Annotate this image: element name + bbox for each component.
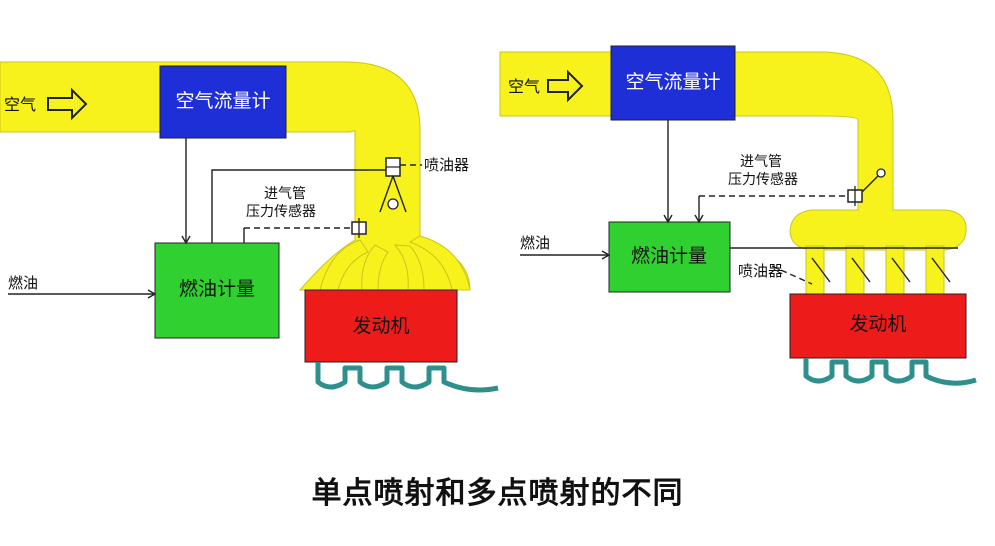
left-pressure-sensor-icon [351, 218, 367, 238]
left-injector-icon [379, 157, 407, 213]
left-air-meter-box [159, 65, 287, 139]
right-fuel-arrow-icon [601, 250, 611, 260]
left-air-label: 空气 [4, 95, 36, 114]
left-air-meter-arrow-icon [181, 235, 191, 245]
left-sensor-label-line1: 进气管 [264, 186, 306, 202]
single-point-diagram: 空气 空气流量计 燃油计量 发动机 燃油 喷油器 [0, 61, 499, 393]
right-fuel-label: 燃油 [520, 234, 550, 252]
right-engine-label: 发动机 [849, 313, 906, 335]
right-air-meter-box [610, 45, 736, 121]
right-air-meter-arrow-icon [663, 214, 673, 224]
right-fuel-meter-label: 燃油计量 [631, 245, 707, 267]
left-engine-box [304, 289, 458, 363]
left-air-arrow-icon [47, 87, 88, 121]
left-injector-control-line [211, 169, 392, 243]
right-sensor-label-line2: 压力传感器 [728, 171, 798, 188]
left-injector-label: 喷油器 [424, 156, 469, 174]
left-runner-4 [408, 235, 471, 291]
right-engine-box [789, 293, 967, 359]
left-sensor-label-line2: 压力传感器 [246, 203, 316, 220]
right-sensor-arrow-icon [694, 214, 704, 224]
left-fuel-meter-box [154, 242, 280, 339]
right-injector-leader-line [771, 265, 813, 285]
left-engine-label: 发动机 [352, 315, 409, 337]
left-fuel-label: 燃油 [8, 274, 38, 292]
multi-point-diagram: 空气 空气流量计 燃油计量 发动机 燃油 喷油器 [499, 45, 977, 386]
left-air-meter-label: 空气流量计 [175, 90, 270, 112]
right-fuel-meter-box [608, 221, 731, 293]
right-exhaust-manifold [803, 358, 977, 386]
right-air-arrow-icon [547, 69, 584, 103]
right-injector-label: 喷油器 [738, 262, 783, 280]
left-fuel-meter-label: 燃油计量 [179, 278, 255, 300]
right-injector-control-lines [730, 247, 958, 283]
right-sensor-label-line1: 进气管 [740, 154, 782, 170]
left-exhaust-manifold [315, 362, 499, 393]
right-air-meter-label: 空气流量计 [625, 71, 720, 93]
right-air-label: 空气 [508, 77, 540, 96]
left-fuel-arrow-icon [147, 289, 157, 299]
figure-caption: 单点喷射和多点喷射的不同 [311, 476, 684, 511]
right-pressure-sensor-icon [847, 168, 886, 206]
